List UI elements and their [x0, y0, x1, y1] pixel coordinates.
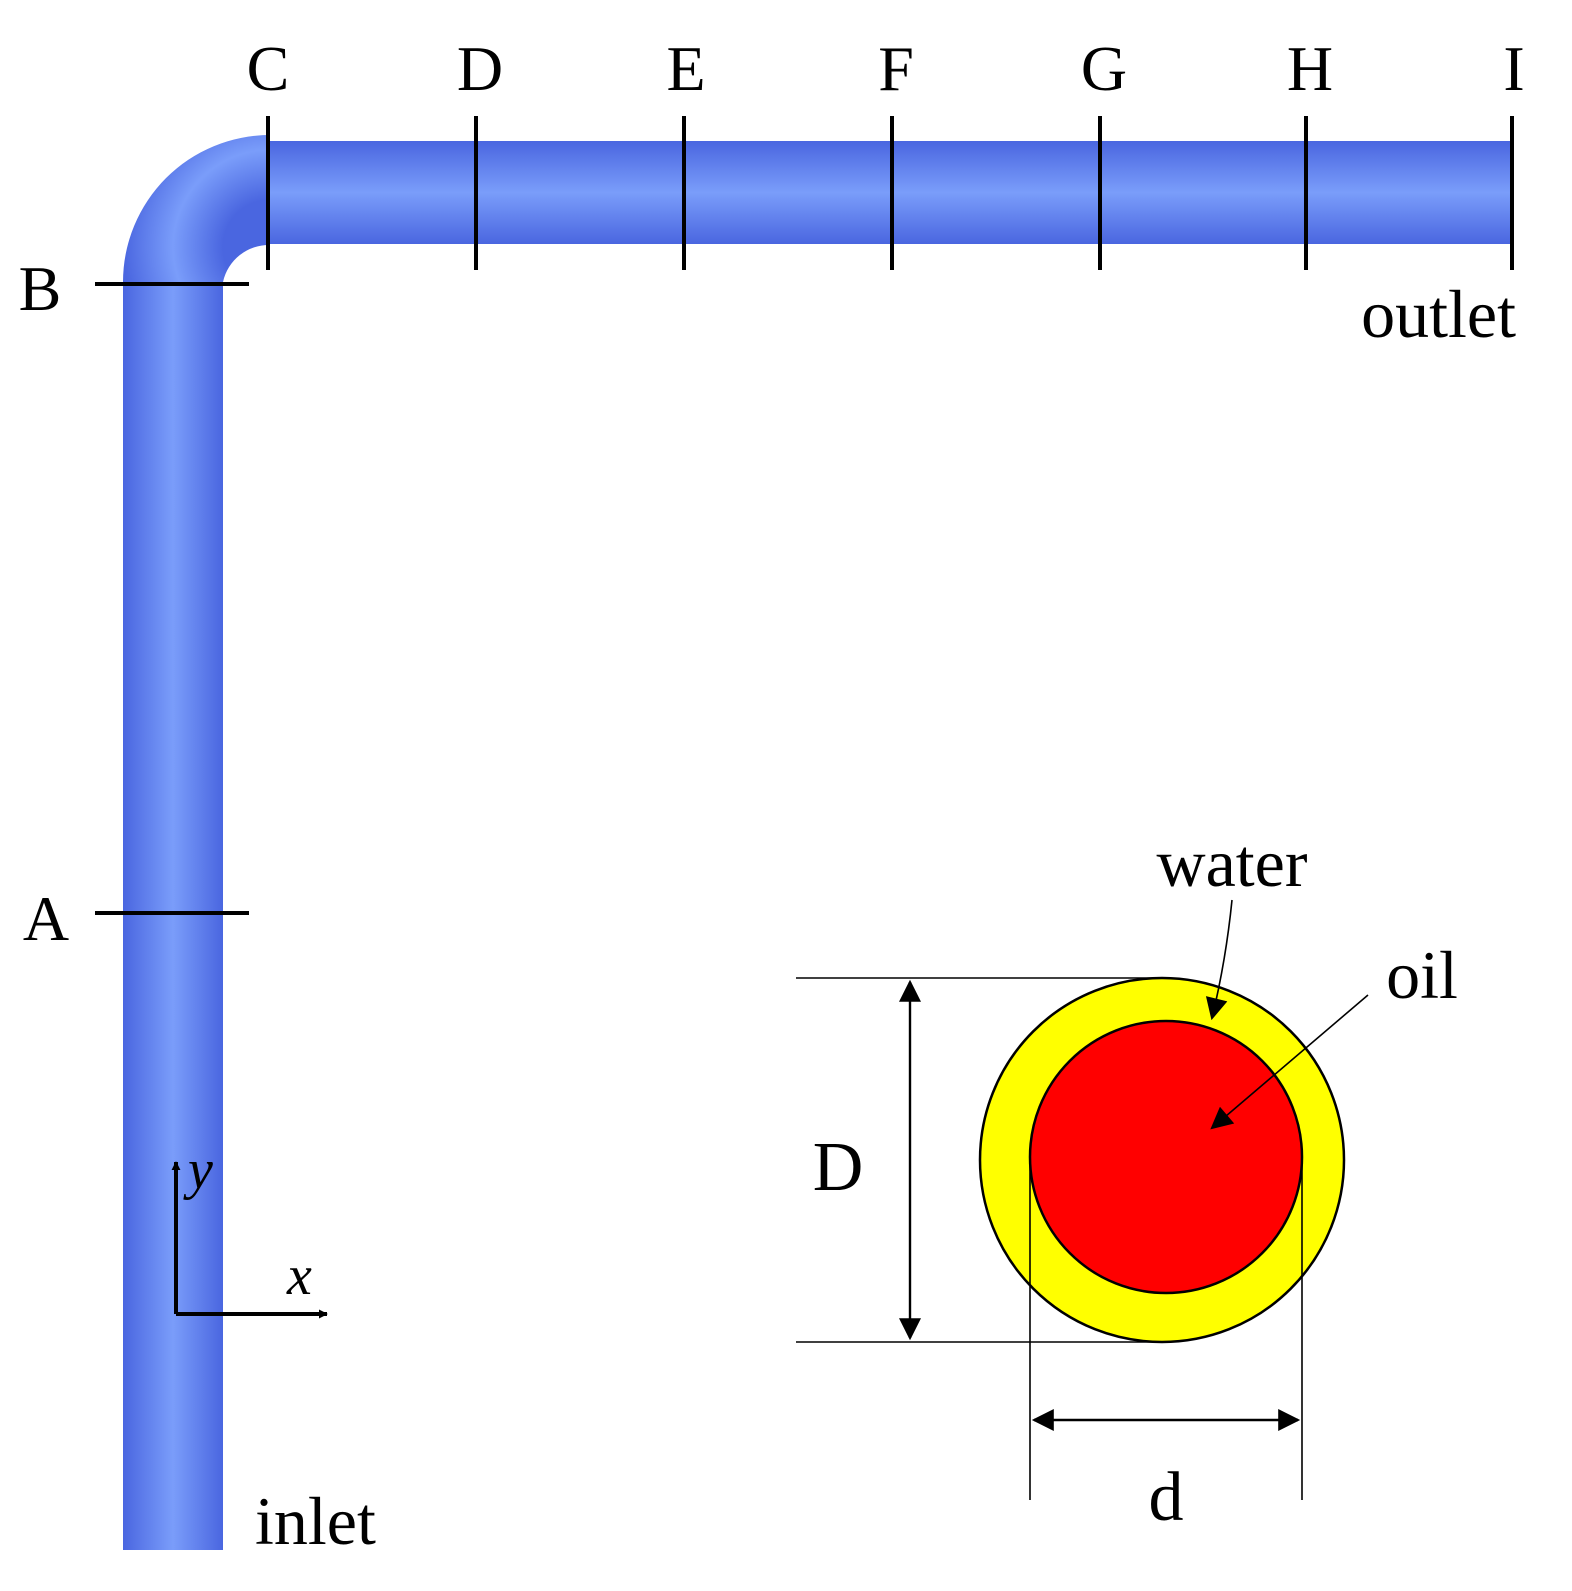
label-e: E — [666, 33, 705, 104]
label-b: B — [19, 253, 62, 324]
x-axis-label: x — [286, 1245, 312, 1307]
water-leader-line — [1205, 899, 1233, 1021]
label-g: G — [1081, 33, 1127, 104]
inner-diameter-label: d — [1149, 1459, 1184, 1536]
label-h: H — [1287, 33, 1333, 104]
pipe-bend — [123, 135, 270, 282]
oil-label: oil — [1386, 937, 1458, 1013]
outlet-label: outlet — [1361, 276, 1516, 352]
inlet-label: inlet — [255, 1483, 376, 1559]
section-labels: C D E F G H I B A — [19, 33, 1525, 954]
oil-leader-line — [1210, 994, 1369, 1130]
label-d: D — [457, 33, 503, 104]
pipe-cross-section: D d water oil — [796, 825, 1458, 1536]
label-f: F — [878, 33, 914, 104]
section-lines — [95, 116, 1514, 915]
y-axis-label: y — [183, 1139, 213, 1201]
label-i: I — [1503, 33, 1524, 104]
label-c: C — [247, 33, 290, 104]
coordinate-axes: y x — [171, 1139, 328, 1319]
outer-diameter-label: D — [813, 1129, 864, 1206]
oil-core — [1028, 1019, 1304, 1295]
water-label: water — [1156, 825, 1307, 901]
label-a: A — [23, 883, 69, 954]
